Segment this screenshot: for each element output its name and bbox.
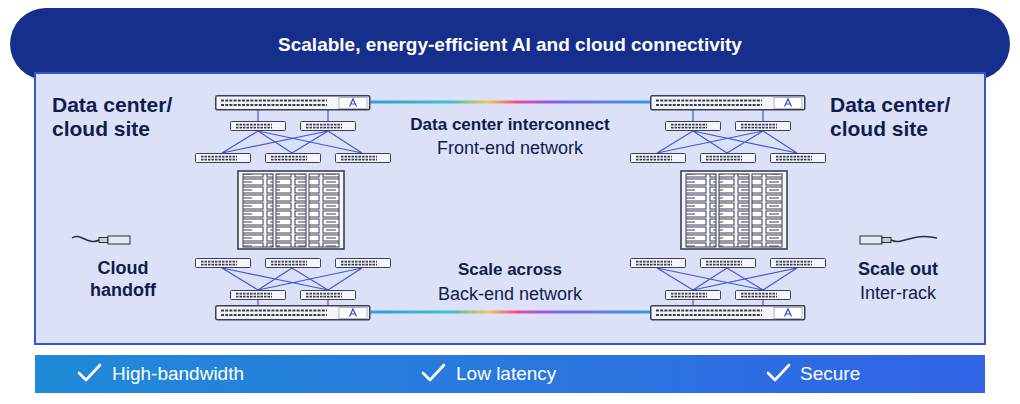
cable-icon bbox=[860, 236, 937, 244]
mesh-link bbox=[222, 110, 362, 153]
switch bbox=[631, 154, 686, 163]
switch bbox=[771, 259, 826, 268]
title-banner bbox=[10, 8, 1010, 80]
interconnect-line bbox=[370, 101, 650, 104]
server-rack bbox=[238, 171, 344, 249]
server-rack bbox=[681, 171, 787, 249]
cable bbox=[891, 236, 937, 241]
check-icon bbox=[423, 365, 444, 380]
switch bbox=[266, 259, 321, 268]
spine-switch bbox=[651, 96, 805, 110]
feature-text: High-bandwidth bbox=[112, 362, 332, 386]
switch bbox=[301, 122, 356, 131]
connection-label: Scale across bbox=[360, 259, 660, 281]
check-icon bbox=[768, 365, 789, 380]
switch bbox=[736, 291, 791, 300]
site-name: Data center/ cloud site bbox=[52, 93, 212, 141]
mesh-link bbox=[222, 268, 362, 305]
cable-boot bbox=[99, 238, 108, 243]
network-label: Front-end network bbox=[360, 137, 660, 159]
switch bbox=[231, 122, 286, 131]
mesh-link bbox=[657, 268, 797, 305]
feature-text: Low latency bbox=[456, 362, 676, 386]
switch bbox=[666, 291, 721, 300]
switch bbox=[301, 291, 356, 300]
switch bbox=[196, 154, 251, 163]
spine-switch bbox=[216, 96, 370, 110]
switch bbox=[196, 259, 251, 268]
check-icon bbox=[79, 365, 100, 380]
interconnect-line bbox=[370, 311, 650, 314]
switch bbox=[266, 154, 321, 163]
mesh-link bbox=[657, 110, 797, 153]
switch bbox=[736, 122, 791, 131]
network-label: Back-end network bbox=[360, 283, 660, 305]
cable-label: Scale out bbox=[843, 258, 953, 280]
feature-text: Secure bbox=[800, 362, 980, 386]
switch bbox=[771, 154, 826, 163]
feature-band: High-bandwidth Low latency Secure bbox=[35, 355, 985, 393]
spine-switch bbox=[216, 306, 370, 320]
switch bbox=[336, 259, 391, 268]
switch bbox=[631, 259, 686, 268]
switch bbox=[336, 154, 391, 163]
site-name: Data center/ cloud site bbox=[830, 93, 990, 141]
cable-label: Inter-rack bbox=[843, 282, 953, 304]
switch bbox=[231, 291, 286, 300]
switch bbox=[701, 259, 756, 268]
switch bbox=[701, 154, 756, 163]
spine-switch bbox=[651, 306, 805, 320]
connection-label: Data center interconnect bbox=[360, 114, 660, 136]
cable bbox=[72, 236, 99, 241]
switch bbox=[666, 122, 721, 131]
cable-boot bbox=[882, 238, 891, 243]
mesh-links bbox=[222, 110, 797, 305]
diagram-title: Scalable, energy-efficient AI and cloud … bbox=[10, 33, 1010, 57]
cable-label: Cloud handoff bbox=[80, 257, 166, 301]
transceiver bbox=[860, 236, 882, 244]
cable-icon bbox=[72, 236, 130, 244]
transceiver bbox=[108, 236, 130, 244]
